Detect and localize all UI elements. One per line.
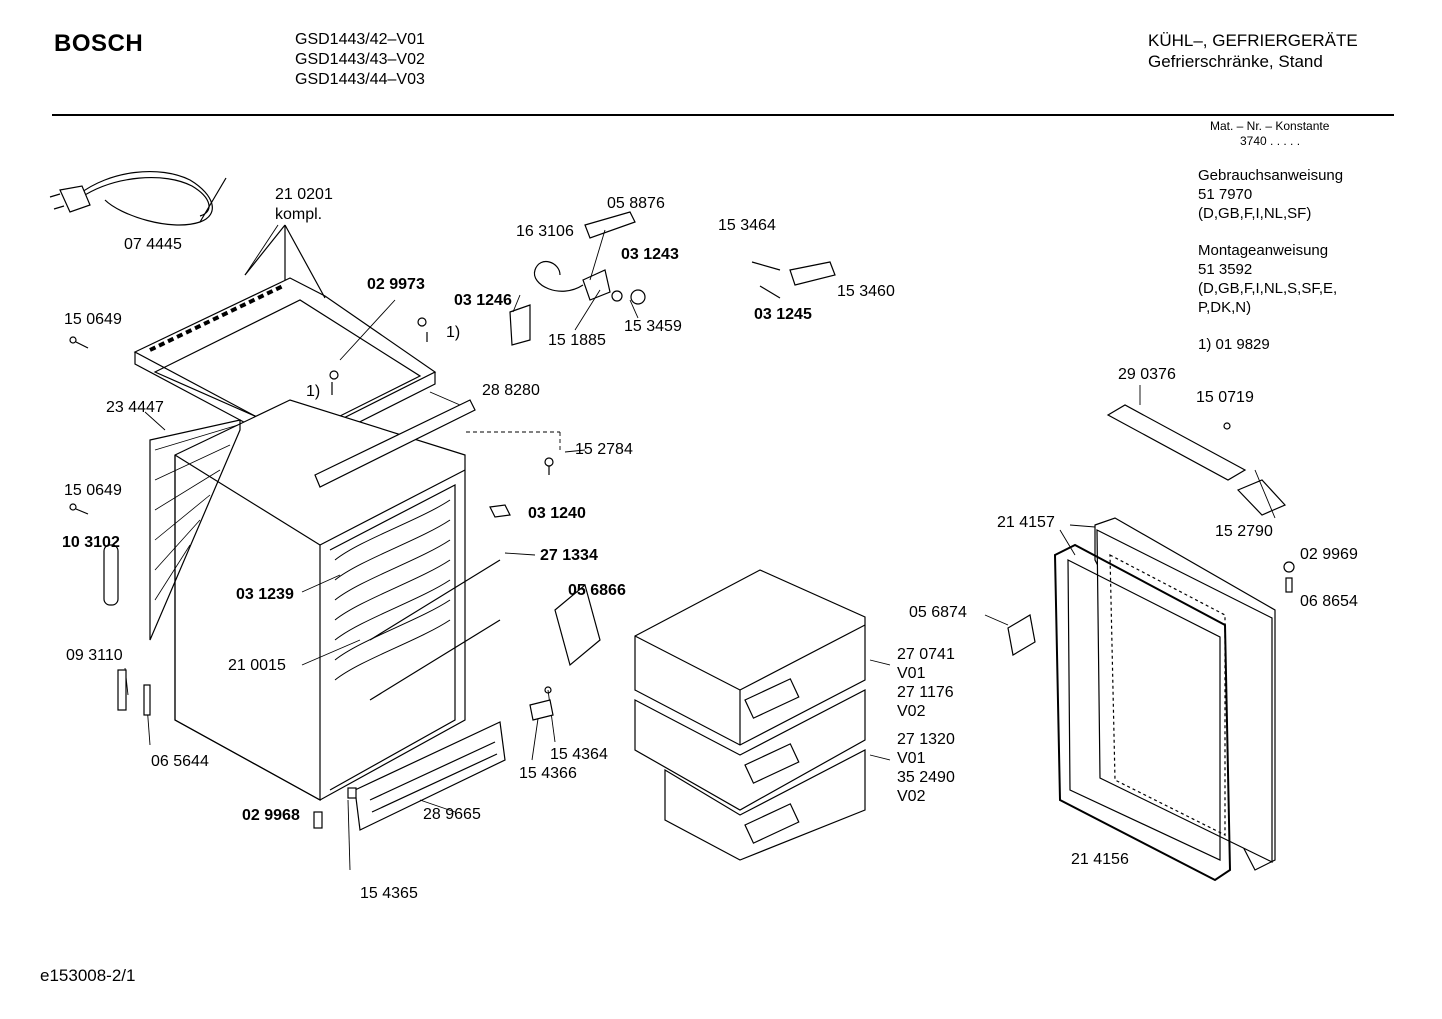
part-label-154365: 15 4365 bbox=[360, 885, 418, 902]
part-label-150649-b: 15 0649 bbox=[64, 482, 122, 499]
part-label-056866: 05 6866 bbox=[568, 582, 626, 599]
door-drawing bbox=[1053, 517, 1276, 882]
part-label-031240: 03 1240 bbox=[528, 505, 586, 522]
part-label-v01-a: V01 bbox=[897, 665, 926, 682]
material-label: Mat. – Nr. – Konstante bbox=[1210, 119, 1330, 133]
part-label-210201: 21 0201 bbox=[275, 186, 333, 203]
part-label-150649-a: 15 0649 bbox=[64, 311, 122, 328]
part-label-271176: 27 1176 bbox=[897, 684, 954, 701]
part-label-270741: 27 0741 bbox=[897, 646, 955, 663]
header-divider bbox=[52, 114, 1394, 116]
part-label-150719: 15 0719 bbox=[1196, 389, 1254, 406]
drawing-code: e153008-2/1 bbox=[40, 966, 136, 985]
part-label-kompl: kompl. bbox=[275, 206, 323, 223]
part-label-214156: 21 4156 bbox=[1071, 851, 1129, 868]
model-2: GSD1443/43–V02 bbox=[295, 51, 425, 68]
mounting-languages-1: (D,GB,F,I,NL,S,SF,E, bbox=[1198, 280, 1338, 297]
part-label-288280: 28 8280 bbox=[482, 382, 540, 399]
part-label-093110: 09 3110 bbox=[66, 647, 123, 664]
mounting-block: Montageanweisung 51 3592 (D,GB,F,I,NL,S,… bbox=[1198, 241, 1337, 317]
part-label-290376: 29 0376 bbox=[1118, 366, 1176, 383]
model-3: GSD1443/44–V03 bbox=[295, 71, 425, 88]
part-label-153460: 15 3460 bbox=[837, 283, 895, 300]
part-label-031239: 03 1239 bbox=[236, 586, 294, 603]
part-label-289665: 28 9665 bbox=[423, 806, 481, 823]
mounting-number: 51 3592 bbox=[1198, 261, 1253, 278]
part-label-065644: 06 5644 bbox=[151, 753, 209, 770]
part-label-031245: 03 1245 bbox=[754, 306, 812, 323]
part-label-068654: 06 8654 bbox=[1300, 593, 1358, 610]
footnote: 1) 01 9829 bbox=[1198, 336, 1270, 353]
part-label-271334: 27 1334 bbox=[540, 547, 598, 564]
top-rail-drawing bbox=[314, 399, 476, 488]
part-label-163106: 16 3106 bbox=[516, 223, 574, 240]
part-label-103102: 10 3102 bbox=[62, 534, 120, 551]
category: KÜHL–, GEFRIERGERÄTE Gefrierschränke, St… bbox=[1148, 30, 1358, 72]
model-list: GSD1443/42–V01 GSD1443/43–V02 GSD1443/44… bbox=[295, 30, 425, 90]
handle-drawing bbox=[1106, 404, 1287, 516]
part-label-153459: 15 3459 bbox=[624, 318, 682, 335]
part-label-214157: 21 4157 bbox=[997, 514, 1055, 531]
thermostat-drawing bbox=[509, 211, 646, 346]
brand-logo: BOSCH bbox=[54, 30, 144, 57]
part-label-031243: 03 1243 bbox=[621, 246, 679, 263]
part-label-056874: 05 6874 bbox=[909, 604, 967, 621]
material-constant: Mat. – Nr. – Konstante 3740 . . . . . bbox=[1210, 119, 1329, 149]
part-label-352490: 35 2490 bbox=[897, 769, 955, 786]
category-sub: Gefrierschränke, Stand bbox=[1148, 52, 1323, 71]
mounting-languages-2: P,DK,N) bbox=[1198, 299, 1252, 316]
screw-icons bbox=[69, 317, 1295, 829]
category-main: KÜHL–, GEFRIERGERÄTE bbox=[1148, 31, 1358, 50]
part-label-154364: 15 4364 bbox=[550, 746, 608, 763]
part-label-210015: 21 0015 bbox=[228, 657, 286, 674]
part-label-v02-a: V02 bbox=[897, 703, 926, 720]
model-1: GSD1443/42–V01 bbox=[295, 31, 425, 48]
part-label-152790: 15 2790 bbox=[1215, 523, 1273, 540]
part-label-029969: 02 9969 bbox=[1300, 546, 1358, 563]
instructions-languages: (D,GB,F,I,NL,SF) bbox=[1198, 205, 1312, 222]
hinge-drawing bbox=[1007, 614, 1036, 656]
part-label-029968: 02 9968 bbox=[242, 807, 300, 824]
cover-plate-drawing bbox=[554, 583, 601, 667]
instructions-title: Gebrauchsanweisung bbox=[1198, 167, 1344, 184]
switch-drawing bbox=[751, 261, 836, 299]
part-label-029973: 02 9973 bbox=[367, 276, 425, 293]
part-label-074445: 07 4445 bbox=[124, 236, 182, 253]
part-label-152784: 15 2784 bbox=[575, 441, 633, 458]
power-cord-drawing bbox=[49, 171, 227, 226]
instructions-block: Gebrauchsanweisung 51 7970 (D,GB,F,I,NL,… bbox=[1198, 166, 1343, 223]
part-label-154366: 15 4366 bbox=[519, 765, 577, 782]
part-label-151885: 15 1885 bbox=[548, 332, 606, 349]
part-label-153464: 15 3464 bbox=[718, 217, 776, 234]
part-label-031246: 03 1246 bbox=[454, 292, 512, 309]
part-label-v01-b: V01 bbox=[897, 750, 926, 767]
base-grille-drawing bbox=[354, 721, 506, 831]
cabinet-body-drawing bbox=[149, 399, 501, 802]
material-value: 3740 . . . . . bbox=[1240, 134, 1301, 148]
footnote-marker-1: 1) bbox=[446, 324, 461, 341]
part-label-v02-b: V02 bbox=[897, 788, 926, 805]
part-label-271320: 27 1320 bbox=[897, 731, 955, 748]
part-label-058876: 05 8876 bbox=[607, 195, 665, 212]
footnote-marker-2: 1) bbox=[306, 383, 321, 400]
mounting-title: Montageanweisung bbox=[1198, 242, 1329, 259]
instructions-number: 51 7970 bbox=[1198, 186, 1253, 203]
drawers-drawing bbox=[634, 569, 866, 861]
part-label-234447: 23 4447 bbox=[106, 399, 164, 416]
